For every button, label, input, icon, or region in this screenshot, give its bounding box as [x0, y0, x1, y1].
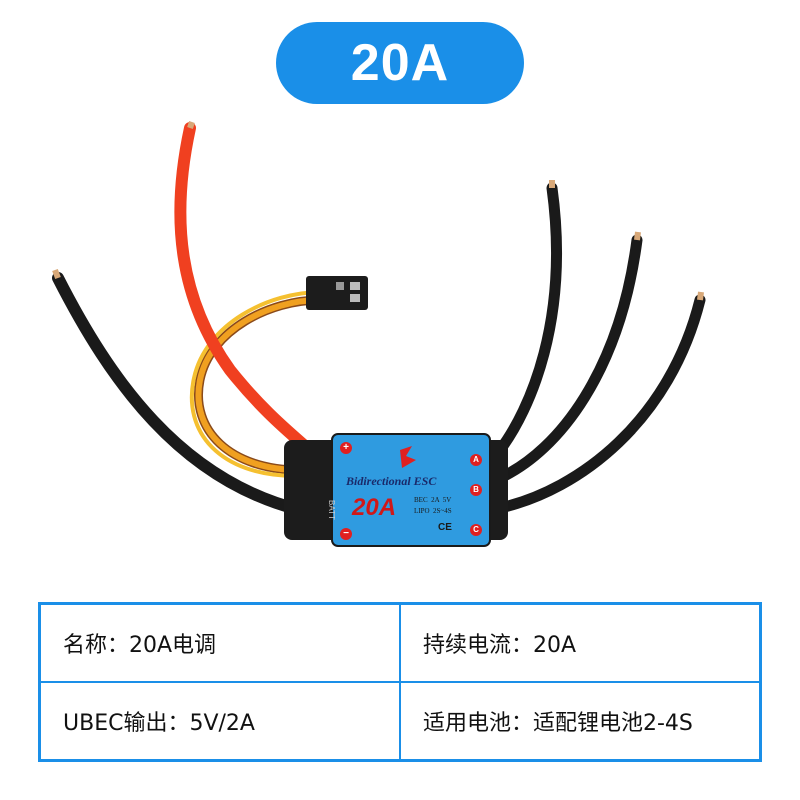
esc-product-image [52, 121, 706, 547]
lipo-text: LIPO 2S~4S [414, 507, 452, 515]
spec-battery-text: 适用电池：适配锂电池2-4S [423, 711, 693, 736]
plus-mark: + [340, 442, 352, 454]
spec-table: 名称：20A电调 持续电流：20A UBEC输出：5V/2A 适用电池：适配锂电… [38, 602, 762, 762]
title-badge: 20A [276, 22, 524, 104]
title-text: 20A [350, 34, 450, 92]
spec-name-text: 名称：20A电调 [63, 633, 217, 658]
motor-wires [494, 182, 706, 514]
spec-current-text: 持续电流：20A [423, 633, 577, 658]
battery-wire-black [52, 272, 306, 516]
spec-ubec-text: UBEC输出：5V/2A [63, 711, 255, 736]
signal-wire [189, 290, 325, 478]
rating-text: 20A [352, 494, 397, 521]
batt-label: BATT [327, 500, 336, 520]
esc-body [284, 433, 508, 547]
terminal-c: C [470, 524, 482, 536]
esc-label: + − A B C Bidirectional ESC 20A BEC 2A 5… [332, 434, 490, 546]
brand-text: Bidirectional ESC [346, 474, 437, 488]
minus-mark: − [340, 528, 352, 540]
terminal-b: B [470, 484, 482, 496]
spec-name: 名称：20A电调 [40, 604, 400, 682]
spec-battery: 适用电池：适配锂电池2-4S [400, 682, 760, 760]
servo-connector [306, 276, 368, 310]
battery-wire-red [174, 122, 326, 466]
spec-ubec: UBEC输出：5V/2A [40, 682, 400, 760]
terminal-a: A [470, 454, 482, 466]
bec-text: BEC 2A 5V [414, 496, 452, 504]
ce-mark: CE [438, 522, 452, 533]
spec-current: 持续电流：20A [400, 604, 760, 682]
